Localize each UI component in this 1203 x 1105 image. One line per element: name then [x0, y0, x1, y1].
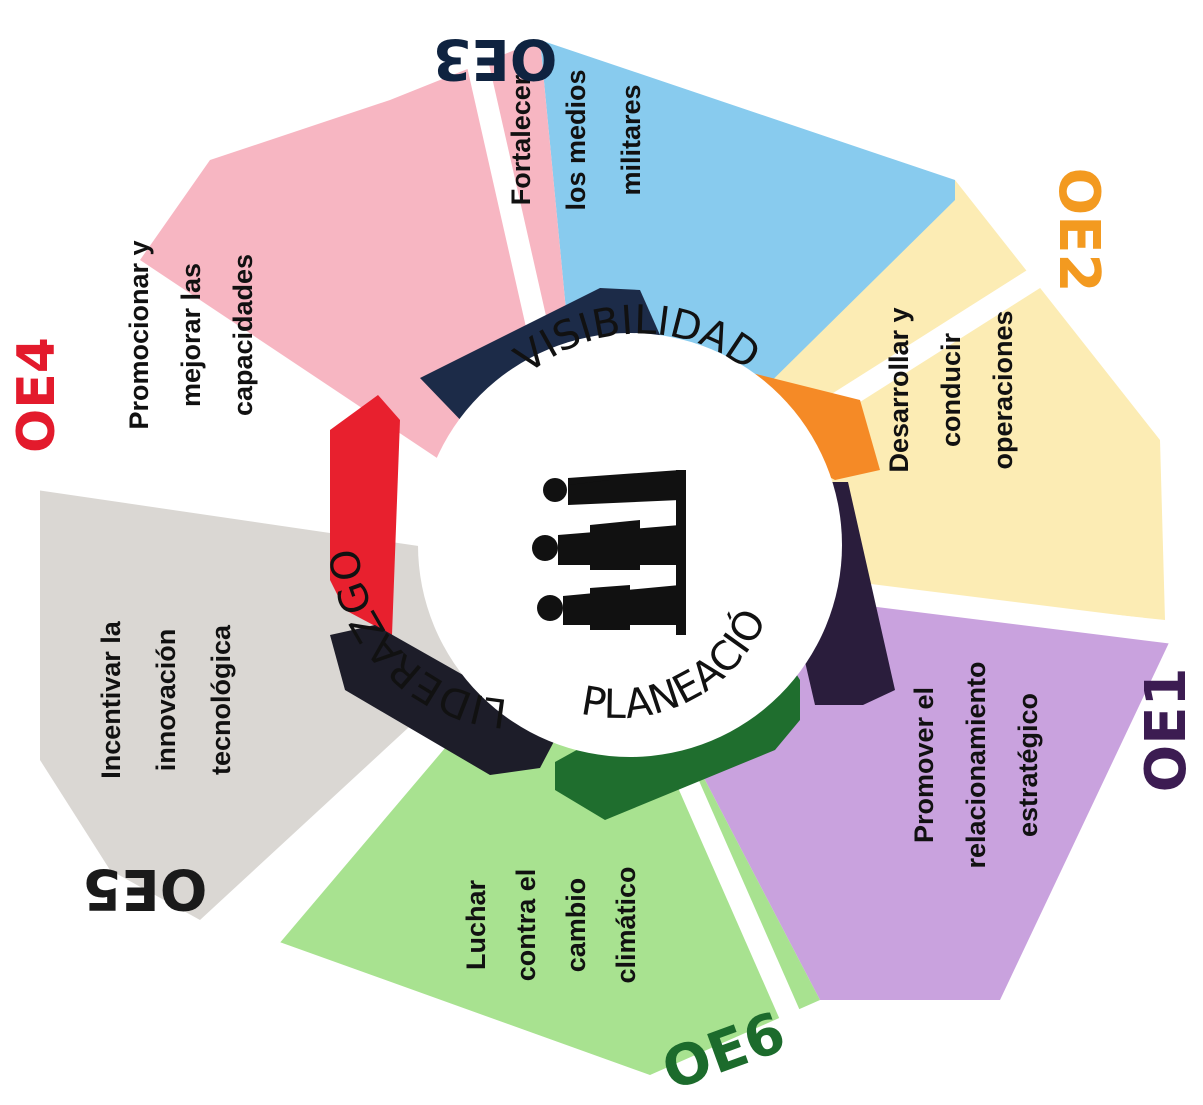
segment-label-line: Incentivar la: [96, 620, 126, 779]
band-oe4: [330, 395, 400, 635]
segment-label-line: Desarrollar y: [884, 307, 914, 472]
segment-label-line: Luchar: [461, 880, 491, 971]
segment-label-oe3: Fortalecer los medios militares: [506, 69, 646, 210]
segment-label-line: climático: [611, 866, 641, 983]
segment-label-line: operaciones: [988, 310, 1018, 469]
segment-label-oe4: Promocionar y mejorar las capacidades: [124, 240, 258, 429]
segment-label-line: Promocionar y: [124, 240, 154, 429]
segment-label-oe5: Incentivar la innovación tecnológica: [96, 620, 236, 779]
segment-label-oe1: Promover el relacionamiento estratégico: [909, 661, 1043, 868]
three-soldiers-silhouette-icon: [532, 470, 686, 635]
segment-label-line: estratégico: [1013, 693, 1043, 837]
segment-label-line: innovación: [151, 629, 181, 772]
band-oe5: [330, 625, 560, 775]
segment-label-line: Fortalecer: [506, 74, 536, 205]
segment-label-line: los medios: [561, 69, 591, 210]
code-oe3: OE3: [433, 26, 558, 91]
segment-label-line: contra el: [511, 869, 541, 982]
segment-label-line: tecnológica: [206, 624, 236, 775]
segment-label-line: conducir: [936, 333, 966, 448]
code-oe4: OE4: [7, 337, 67, 453]
code-oe1: OE1: [1134, 668, 1199, 793]
segment-label-line: relacionamiento: [961, 661, 991, 868]
segment-label-line: cambio: [561, 878, 591, 973]
code-oe2: OE2: [1046, 168, 1111, 293]
segment-label-line: capacidades: [228, 254, 258, 416]
segment-label-line: militares: [616, 84, 646, 195]
segment-label-line: mejorar las: [176, 263, 206, 407]
segment-label-oe2: Desarrollar y conducir operaciones: [884, 307, 1018, 472]
segment-oe6[interactable]: [260, 560, 820, 1075]
segment-label-oe6: Luchar contra el cambio climático: [461, 866, 641, 983]
segment-label-line: Promover el: [909, 687, 939, 843]
code-oe5: OE5: [83, 856, 208, 921]
